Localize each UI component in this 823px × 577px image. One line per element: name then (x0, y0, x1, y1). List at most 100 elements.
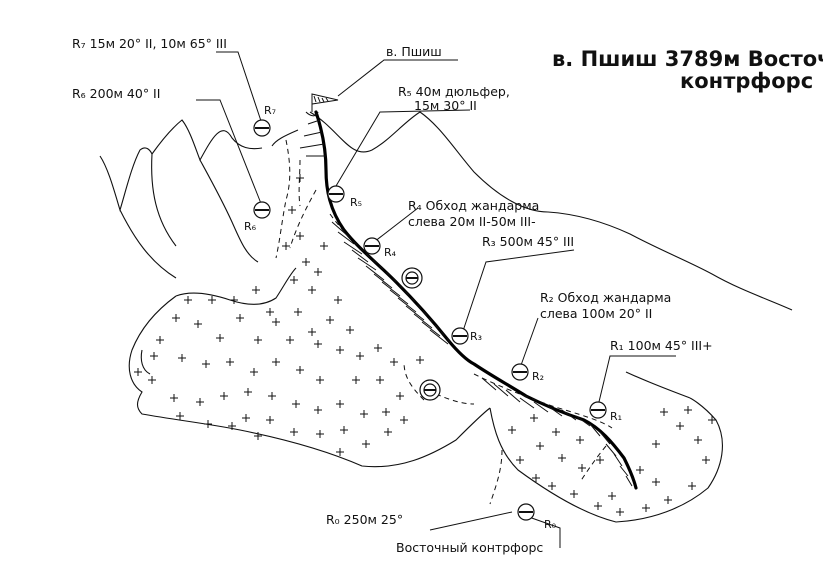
summit-flag-icon (311, 93, 339, 112)
glacier-cross (608, 492, 616, 500)
glacier-cross (296, 366, 304, 374)
glacier-cross (242, 414, 250, 422)
route-point-r7: R₇ (253, 104, 276, 137)
route-point-r6: R₆ (244, 201, 271, 233)
route-point-r5: R₅ (327, 185, 362, 209)
route-point-r0: R₀ (517, 503, 557, 531)
r2-description-line-2: слева 100м 20° II (540, 306, 652, 321)
r4-description-line-2: слева 20м II-50м III- (408, 214, 536, 229)
leader-lines (196, 51, 676, 548)
glacier-cross (288, 206, 296, 214)
r0-description: R₀ 250м 25° (326, 512, 403, 527)
glacier-cross (202, 360, 210, 368)
r4-description-line-1: R₄ Обход жандарма (408, 198, 539, 213)
glacier-cross (208, 296, 216, 304)
glacier-cross (334, 296, 342, 304)
glacier-cross (642, 504, 650, 512)
glacier-cross (576, 436, 584, 444)
glacier-cross (250, 368, 258, 376)
r2-description-line-1: R₂ Обход жандарма (540, 290, 671, 305)
glacier-cross (356, 352, 364, 360)
glacier-cross (536, 442, 544, 450)
glacier-cross (336, 400, 344, 408)
glacier-cross (226, 358, 234, 366)
glacier-cross (184, 296, 192, 304)
glacier-cross (308, 328, 316, 336)
glacier-cross (340, 426, 348, 434)
glacier-cross (156, 336, 164, 344)
glacier-cross (558, 454, 566, 462)
glacier-cross (676, 422, 684, 430)
glacier-cross (616, 508, 624, 516)
glacier-cross (302, 258, 310, 266)
glacier-cross (400, 416, 408, 424)
glacier-cross (178, 354, 186, 362)
glacier-cross (396, 392, 404, 400)
mountain-outlines (99, 111, 793, 523)
r5-description-line-2: 15м 30° II (414, 98, 477, 113)
glacier-cross (594, 502, 602, 510)
key-point-lower (419, 379, 441, 401)
glacier-cross (272, 358, 280, 366)
glacier-cross (150, 352, 158, 360)
glacier-cross (220, 392, 228, 400)
route-point-r1: R₁ (589, 401, 622, 423)
r1-id: R₁ (610, 410, 622, 423)
glacier-cross (316, 430, 324, 438)
glacier-cross (508, 426, 516, 434)
glacier-cross (664, 496, 672, 504)
r1-description: R₁ 100м 45° III+ (610, 338, 713, 353)
glacier-cross (204, 420, 212, 428)
glacier-cross (362, 440, 370, 448)
glacier-cross (176, 412, 184, 420)
title-line-1: в. Пшиш 3789м Восточный (552, 47, 823, 71)
glacier-cross (384, 428, 392, 436)
glacier-cross (578, 464, 586, 472)
glacier-cross (316, 376, 324, 384)
glacier-cross (252, 286, 260, 294)
glacier-cross (314, 268, 322, 276)
glacier-cross (548, 482, 556, 490)
glacier-cross (236, 314, 244, 322)
glacier-cross (376, 376, 384, 384)
glacier-cross (684, 406, 692, 414)
r5-id: R₅ (350, 196, 362, 209)
glacier-cross (170, 394, 178, 402)
glacier-cross (416, 356, 424, 364)
glacier-cross (702, 456, 710, 464)
glacier-cross (352, 376, 360, 384)
ridge-label: Восточный контрфорс (396, 540, 543, 555)
glacier-cross (268, 392, 276, 400)
glacier-cross (320, 242, 328, 250)
glacier-cross (336, 448, 344, 456)
glacier-cross (286, 336, 294, 344)
glacier-cross (196, 398, 204, 406)
key-point-upper (401, 267, 423, 289)
glacier-cross (314, 406, 322, 414)
glacier-cross (326, 316, 334, 324)
glacier-cross (652, 440, 660, 448)
glacier-cross (336, 346, 344, 354)
glacier-cross (134, 368, 142, 376)
glacier-cross (636, 466, 644, 474)
glacier-cross (694, 436, 702, 444)
route-point-r4: R₄ (363, 237, 397, 259)
glacier-cross (254, 336, 262, 344)
glacier-cross (708, 416, 716, 424)
glacier-cross (516, 456, 524, 464)
glacier-cross (294, 308, 302, 316)
glacier-cross (660, 408, 668, 416)
glacier-cross (688, 482, 696, 490)
glacier-cross (254, 432, 262, 440)
r0-id: R₀ (544, 518, 557, 531)
glacier-crosses (134, 174, 716, 516)
glacier-cross (194, 320, 202, 328)
route-point-r3: R₃ (451, 327, 482, 345)
glacier-cross (230, 296, 238, 304)
r5-description-line-1: R₅ 40м дюльфер, (398, 84, 510, 99)
summit-label: в. Пшиш (386, 44, 442, 59)
glacier-cross (552, 428, 560, 436)
glacier-cross (532, 474, 540, 482)
title-line-2: контрфорс (680, 69, 813, 93)
